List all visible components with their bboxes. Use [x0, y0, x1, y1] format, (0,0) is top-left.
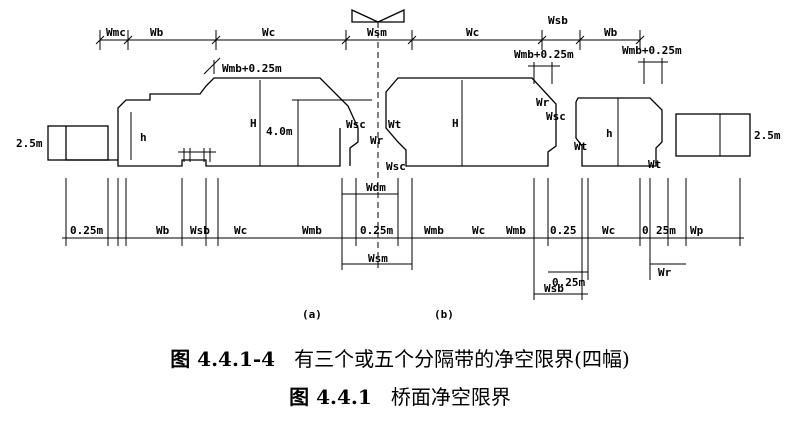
- top-label-wc-right: Wc: [466, 26, 479, 39]
- far-right-h-label: h: [606, 127, 613, 140]
- top-label-wc-left: Wc: [262, 26, 275, 39]
- figure-number-secondary: 图 4.4.1: [289, 385, 372, 409]
- figure-title-secondary: 桥面净空限界: [390, 385, 511, 409]
- bottom-label-0.25m-left: 0.25m: [70, 224, 103, 237]
- left-h-label: h: [140, 131, 147, 144]
- inner-wt-left: Wt: [388, 118, 401, 131]
- right-wmb-label-1: Wmb+0.25m: [514, 48, 574, 61]
- lower-wsb-label: Wsb: [544, 282, 564, 295]
- inner-wsc-left: Wsc: [346, 118, 366, 131]
- lower-wsm-label: Wsm: [368, 252, 388, 265]
- bottom-label-wc-left: Wc: [234, 224, 247, 237]
- part-label-b: (b): [434, 308, 454, 321]
- bottom-label-wmb-right: Wmb: [506, 224, 526, 237]
- figure-caption-primary: 图 4.4.1-4 有三个或五个分隔带的净空限界(四幅): [0, 343, 800, 372]
- bottom-label-wb: Wb: [156, 224, 170, 237]
- inner-wr-left: Wr: [370, 134, 384, 147]
- left-clearance-outline: [65, 77, 359, 167]
- left-side-height: 2.5m: [16, 137, 43, 150]
- lower-wr-label: Wr: [658, 266, 672, 279]
- bottom-label-25m: 25m: [656, 224, 676, 237]
- left-shoulder-block: [47, 125, 109, 161]
- figure-number-primary: 图 4.4.1-4: [170, 347, 276, 371]
- bottom-dimension-line: [62, 178, 744, 300]
- right-shoulder-block: [675, 113, 751, 157]
- bottom-label-0.25m-mid: 0.25m: [360, 224, 393, 237]
- right-clearance-outline: [385, 77, 557, 167]
- bottom-label-wc-right: Wc: [602, 224, 615, 237]
- inner-wt-far: Wt: [648, 158, 661, 171]
- left-wmb-label: Wmb+0.25m: [222, 62, 282, 75]
- part-label-a: (a): [302, 308, 322, 321]
- top-label-wsb: Wsb: [548, 14, 568, 27]
- top-label-wmc: Wmc: [106, 26, 126, 39]
- bottom-label-wmb-left: Wmb: [302, 224, 322, 237]
- bottom-label-0: 0: [642, 224, 649, 237]
- right-side-height: 2.5m: [754, 129, 781, 142]
- top-label-wb-right: Wb: [604, 26, 618, 39]
- lower-0.25m-label: 0.25m: [552, 276, 585, 289]
- top-label-wsm: Wsm: [367, 26, 387, 39]
- bottom-label-wsb: Wsb: [190, 224, 210, 237]
- inner-wsc-bottom: Wsc: [386, 160, 406, 173]
- bottom-label-0.25-right: 0.25: [550, 224, 577, 237]
- figure-title-primary: 有三个或五个分隔带的净空限界(四幅): [294, 347, 630, 371]
- bottom-label-wmb-mid: Wmb: [424, 224, 444, 237]
- far-right-clearance-outline: [575, 97, 663, 167]
- inner-wt-right: Wt: [574, 140, 587, 153]
- lower-wdm-label: Wdm: [366, 181, 386, 194]
- bottom-label-wp: Wp: [690, 224, 704, 237]
- left-H-label: H: [250, 117, 257, 130]
- top-label-wb: Wb: [150, 26, 164, 39]
- figure-caption-secondary: 图 4.4.1 桥面净空限界: [0, 381, 800, 410]
- left-4m-label: 4.0m: [266, 125, 293, 138]
- right-wmb-label-2: Wmb+0.25m: [622, 44, 682, 57]
- right-H-label: H: [452, 117, 459, 130]
- median-centre-marker: [351, 8, 405, 272]
- inner-wr-right: Wr: [536, 96, 550, 109]
- bottom-label-wc-mid: Wc: [472, 224, 485, 237]
- inner-wsc-right: Wsc: [546, 110, 566, 123]
- top-dimension-line: [95, 30, 645, 50]
